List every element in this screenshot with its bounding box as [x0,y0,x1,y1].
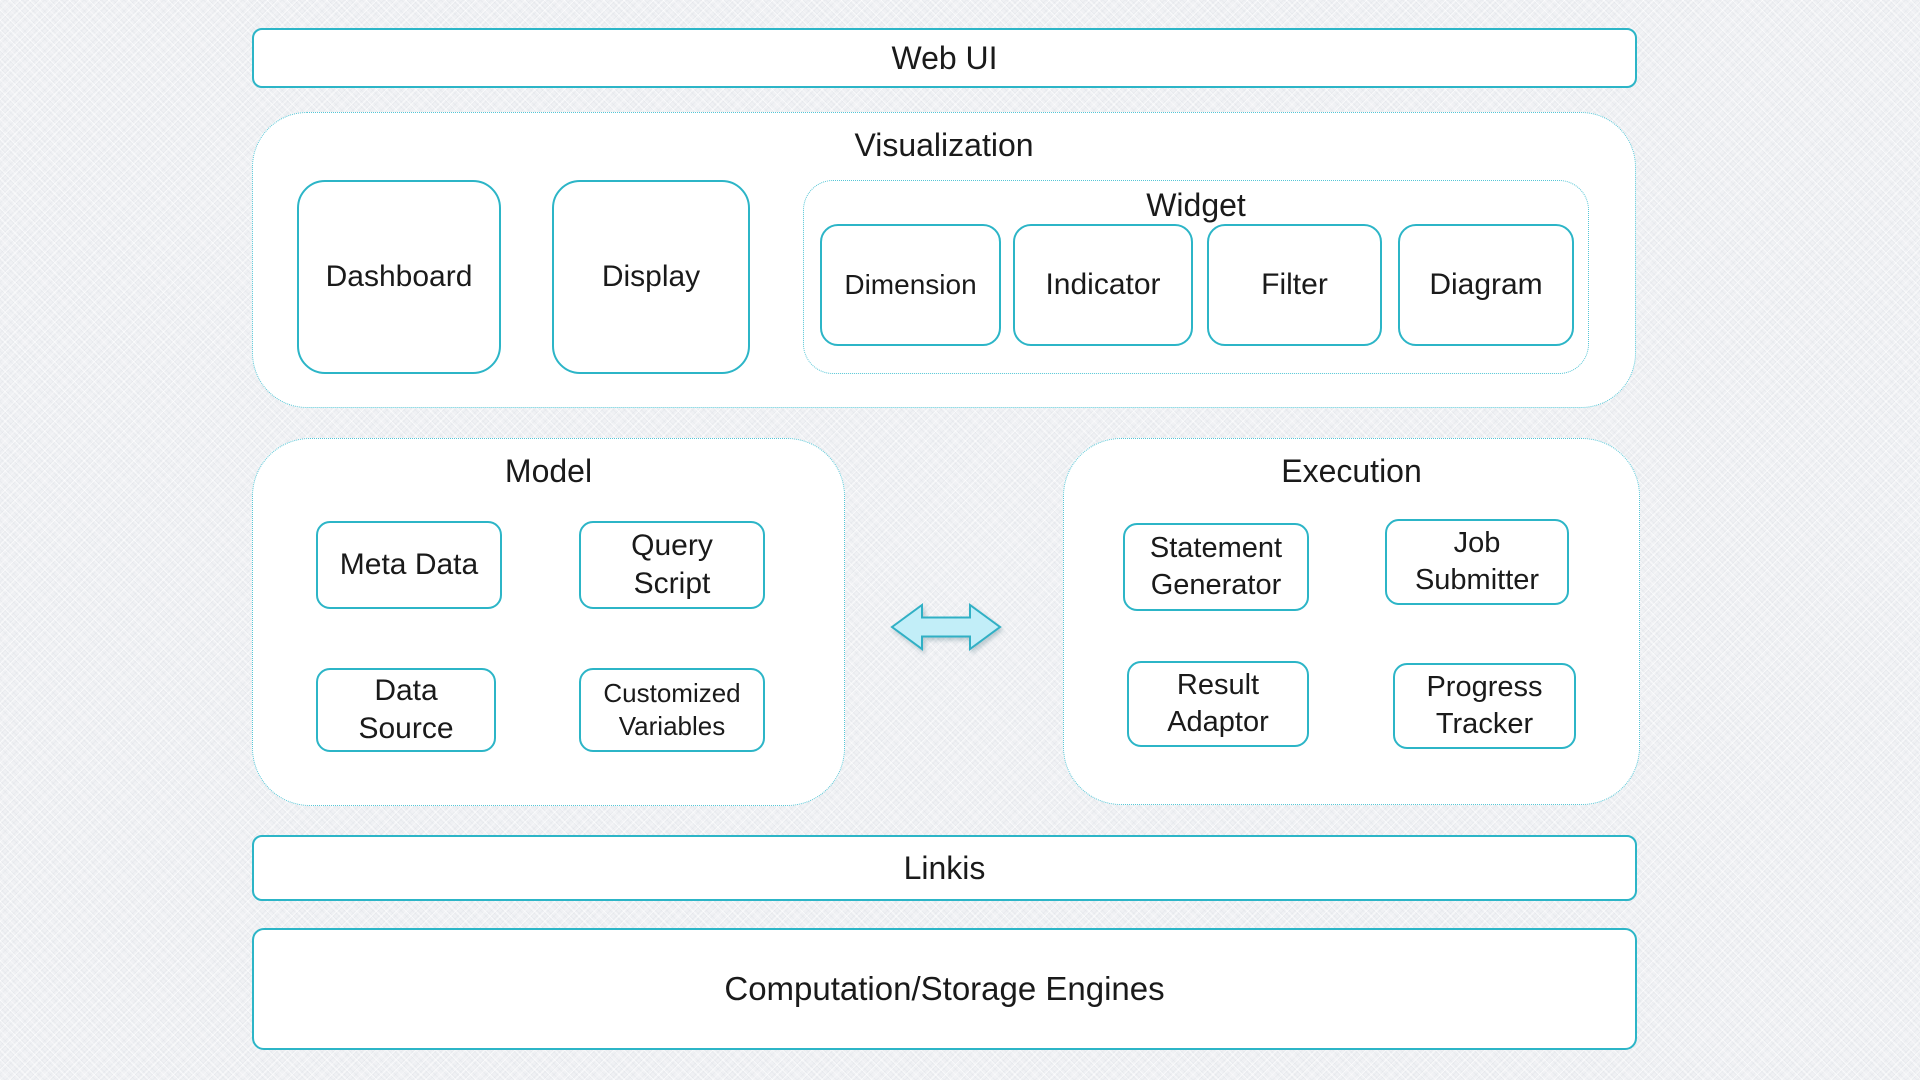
layer-visualization: Visualization Dashboard Display Widget D… [252,112,1636,408]
layer-computation-storage-engines: Computation/Storage Engines [252,928,1637,1050]
data-source-label: Data Source [358,673,454,745]
progress-tracker-label: Progress Tracker [1426,670,1543,740]
visualization-box-display: Display [552,180,750,374]
model-title: Model [504,453,593,489]
statement-generator-label: Statement Generator [1149,531,1283,601]
indicator-label: Indicator [1045,267,1161,301]
dashboard-label: Dashboard [325,259,473,293]
filter-label: Filter [1261,267,1328,301]
layer-execution: Execution Statement Generator Job Submit… [1063,438,1640,805]
customized-variables-label: Customized Variables [603,677,741,741]
engines-label: Computation/Storage Engines [724,970,1165,1007]
bidirectional-arrow-icon [890,601,1002,653]
result-adaptor-label: Result Adaptor [1167,668,1269,738]
widget-title: Widget [1146,187,1246,223]
model-box-customized-variables: Customized Variables [579,668,765,752]
execution-box-result-adaptor: Result Adaptor [1127,661,1309,747]
linkis-label: Linkis [903,849,986,886]
visualization-box-dashboard: Dashboard [297,180,501,374]
model-box-meta-data: Meta Data [316,521,502,609]
widget-box-dimension: Dimension [820,224,1001,346]
layer-linkis: Linkis [252,835,1637,901]
execution-box-statement-generator: Statement Generator [1123,523,1309,611]
meta-data-label: Meta Data [339,547,479,581]
execution-box-job-submitter: Job Submitter [1385,519,1569,605]
layer-model: Model Meta Data Query Script Data Source… [252,438,845,806]
model-box-query-script: Query Script [579,521,765,609]
dimension-label: Dimension [844,269,977,301]
display-label: Display [601,259,701,293]
model-box-data-source: Data Source [316,668,496,752]
visualization-title: Visualization [854,127,1034,163]
execution-title: Execution [1281,453,1422,489]
web-ui-label: Web UI [891,39,998,76]
job-submitter-label: Job Submitter [1414,526,1540,596]
widget-box-indicator: Indicator [1013,224,1193,346]
query-script-label: Query Script [631,528,713,600]
execution-box-progress-tracker: Progress Tracker [1393,663,1576,749]
diagram-label: Diagram [1429,267,1543,301]
widget-box-diagram: Diagram [1398,224,1574,346]
widget-box-filter: Filter [1207,224,1382,346]
layer-web-ui: Web UI [252,28,1637,88]
widget-group: Widget Dimension Indicator Filter Diagra… [803,180,1589,374]
